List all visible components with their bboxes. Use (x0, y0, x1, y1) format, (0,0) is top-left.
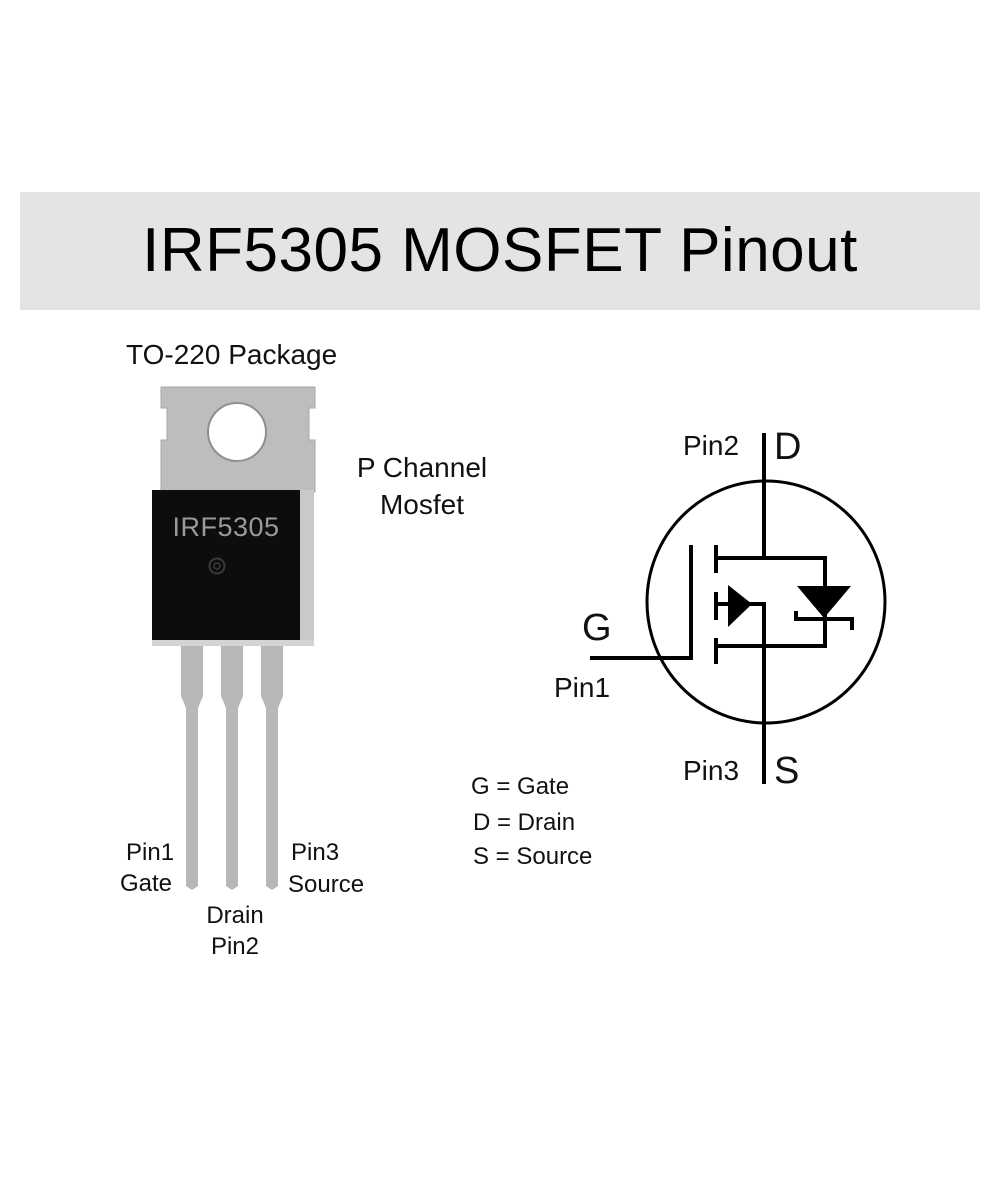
lead-pin3 (261, 646, 283, 890)
pin3-number-label: Pin3 (291, 839, 340, 866)
mounting-hole (207, 402, 267, 462)
body-side-edge (298, 490, 314, 643)
pin1-name-label: Gate (120, 870, 173, 897)
gate-pin-label: Pin1 (554, 672, 611, 703)
channel-arrow-icon (728, 585, 752, 627)
pin1-number-label: Pin1 (126, 839, 175, 866)
package-body (152, 490, 300, 643)
pin3-name-label: Source (288, 871, 365, 898)
channel-type-line2: Mosfet (379, 489, 465, 520)
page-title: IRF5305 MOSFET Pinout (142, 216, 858, 285)
package-marking: IRF5305 (172, 512, 280, 542)
package-label: TO-220 Package (126, 339, 338, 370)
diode-icon (797, 586, 851, 618)
legend-gate: G = Gate (471, 773, 570, 800)
lead-pin2 (221, 646, 243, 890)
lead-pin1 (181, 646, 203, 890)
source-pin-label: Pin3 (683, 755, 740, 786)
legend-source: S = Source (473, 843, 593, 870)
manufacturer-logo-icon (208, 557, 226, 575)
heatsink-tab (160, 386, 316, 493)
channel-type-line1: P Channel (356, 452, 488, 483)
title-banner: IRF5305 MOSFET Pinout (20, 192, 980, 310)
drain-pin-label: Pin2 (683, 430, 740, 461)
pin2-number-label: Pin2 (210, 933, 260, 960)
pin2-name-label: Drain (206, 902, 264, 929)
source-letter: S (774, 750, 800, 792)
drain-letter: D (774, 426, 802, 468)
legend-drain: D = Drain (473, 809, 576, 836)
gate-letter: G (582, 607, 612, 649)
